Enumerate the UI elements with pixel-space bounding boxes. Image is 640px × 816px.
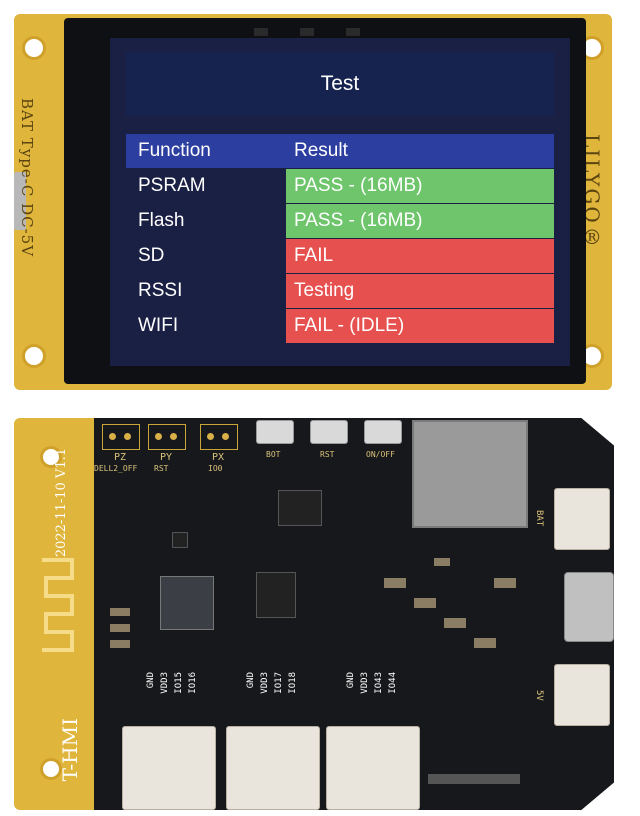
smd-component bbox=[444, 618, 466, 628]
row-result: FAIL - (IDLE) bbox=[286, 309, 554, 343]
smd-component bbox=[434, 558, 450, 566]
side-button[interactable] bbox=[254, 28, 268, 36]
pin-label: VDD3 bbox=[360, 672, 370, 694]
row-function: WIFI bbox=[138, 315, 179, 336]
side-button[interactable] bbox=[300, 28, 314, 36]
row-function: Flash bbox=[138, 210, 185, 231]
grove-connector bbox=[226, 726, 320, 810]
row-result: Testing bbox=[286, 274, 554, 308]
row-function: RSSI bbox=[138, 280, 183, 301]
usb-c-port bbox=[14, 172, 26, 230]
pcb-board: T-HMI 2022-11-10 V1.1 PZ DELL2_OFF PY RS… bbox=[14, 418, 614, 810]
power-connector bbox=[554, 664, 610, 726]
row-function: PSRAM bbox=[138, 175, 206, 196]
solder-pad bbox=[200, 424, 238, 450]
reset-button[interactable] bbox=[310, 420, 348, 444]
lcd-screen: Test Function Result PSRAM PASS - (16MB)… bbox=[110, 38, 570, 366]
smd-component bbox=[494, 578, 516, 588]
bottom-component bbox=[428, 774, 520, 784]
header-result: Result bbox=[294, 140, 348, 161]
test-results-table: Function Result PSRAM PASS - (16MB) Flas… bbox=[126, 134, 554, 344]
usb-c-port bbox=[564, 572, 614, 642]
smd-component bbox=[110, 624, 130, 632]
table-header: Function Result bbox=[126, 134, 554, 168]
button-label: RST bbox=[320, 450, 335, 459]
connector-label: 5V bbox=[534, 690, 544, 701]
smd-component bbox=[414, 598, 436, 608]
table-row: WIFI FAIL - (IDLE) bbox=[126, 309, 554, 343]
pin-label: IO18 bbox=[288, 672, 298, 694]
row-result: PASS - (16MB) bbox=[286, 169, 554, 203]
board-name: T-HMI bbox=[58, 718, 82, 782]
pin-label: IO43 bbox=[374, 672, 384, 694]
display-board: BAT Type-C DC-5V LILYGO® Test Function R… bbox=[14, 14, 612, 390]
row-function: SD bbox=[138, 245, 165, 266]
table-row: RSSI Testing bbox=[126, 274, 554, 308]
grove-connector bbox=[122, 726, 216, 810]
header-function: Function bbox=[138, 140, 211, 161]
pad-sublabel: RST bbox=[154, 464, 169, 473]
pad-label: PX bbox=[212, 452, 225, 463]
pad-sublabel: DELL2_OFF bbox=[94, 464, 138, 473]
pad-label: PY bbox=[160, 452, 173, 463]
button-label: ON/OFF bbox=[366, 450, 395, 459]
pin-label: IO44 bbox=[388, 672, 398, 694]
pad-label: PZ bbox=[114, 452, 127, 463]
small-ic bbox=[172, 532, 188, 548]
silk-power-labels: BAT Type-C DC-5V bbox=[18, 98, 36, 258]
mounting-hole bbox=[40, 446, 62, 468]
mounting-hole bbox=[40, 758, 62, 780]
boot-button[interactable] bbox=[256, 420, 294, 444]
pin-label: GND bbox=[146, 672, 156, 689]
solder-pad bbox=[102, 424, 140, 450]
smd-component bbox=[110, 608, 130, 616]
antenna-trace-icon bbox=[42, 558, 74, 652]
side-button[interactable] bbox=[346, 28, 360, 36]
pad-sublabel: IO0 bbox=[208, 464, 223, 473]
pin-label: VDD3 bbox=[260, 672, 270, 694]
pin-label: IO16 bbox=[188, 672, 198, 694]
psram-chip bbox=[256, 572, 296, 618]
power-button[interactable] bbox=[364, 420, 402, 444]
ic-chip bbox=[278, 490, 322, 526]
pin-label: VDD3 bbox=[160, 672, 170, 694]
screen-title: Test bbox=[126, 52, 554, 116]
antenna-strip bbox=[14, 418, 94, 810]
grove-connector bbox=[326, 726, 420, 810]
esp32-chip bbox=[160, 576, 214, 630]
connector-label: BAT bbox=[534, 510, 544, 527]
pin-label: IO17 bbox=[274, 672, 284, 694]
sd-card-slot bbox=[412, 420, 528, 528]
table-row: Flash PASS - (16MB) bbox=[126, 204, 554, 238]
table-row: SD FAIL bbox=[126, 239, 554, 273]
row-result: PASS - (16MB) bbox=[286, 204, 554, 238]
pin-label: IO15 bbox=[174, 672, 184, 694]
mounting-hole bbox=[22, 36, 46, 60]
pin-label: GND bbox=[246, 672, 256, 689]
battery-connector bbox=[554, 488, 610, 550]
row-result: FAIL bbox=[286, 239, 554, 273]
button-label: BOT bbox=[266, 450, 281, 459]
table-row: PSRAM PASS - (16MB) bbox=[126, 169, 554, 203]
smd-component bbox=[474, 638, 496, 648]
mounting-hole bbox=[22, 344, 46, 368]
pin-label: GND bbox=[346, 672, 356, 689]
solder-pad bbox=[148, 424, 186, 450]
board-revision: 2022-11-10 V1.1 bbox=[54, 448, 69, 558]
smd-component bbox=[110, 640, 130, 648]
smd-component bbox=[384, 578, 406, 588]
